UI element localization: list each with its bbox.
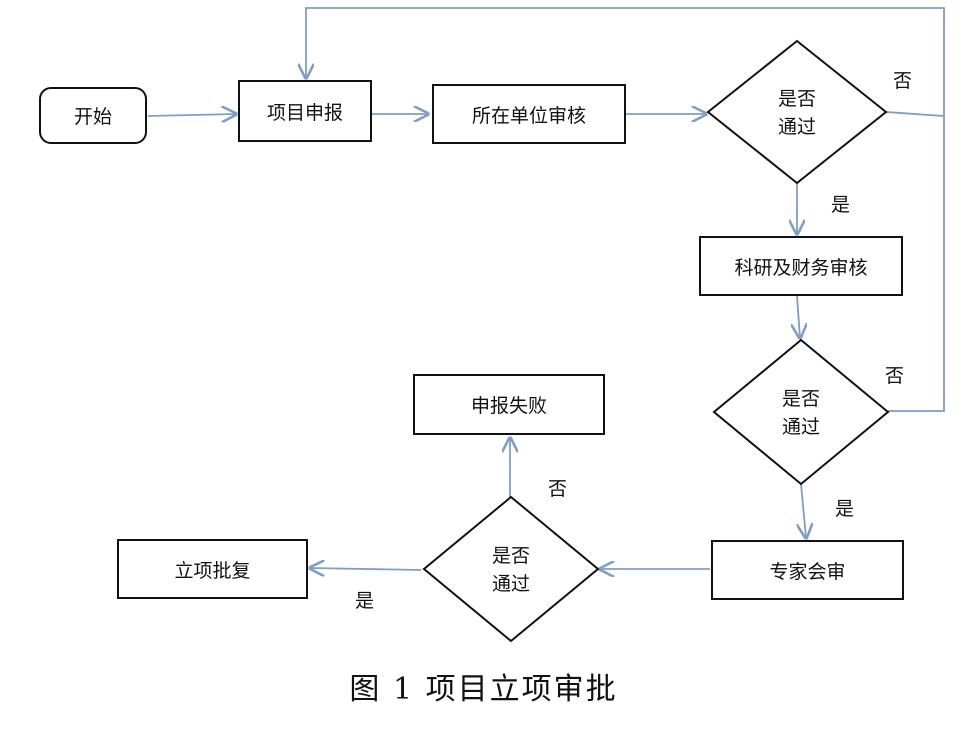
decision2-text: 是否 通过 [751,384,851,442]
d3-no-label: 否 [548,478,568,500]
apply-node-label: 项目申报 [266,101,343,124]
decision1-line1: 是否 [777,88,816,110]
start-node: 开始 [39,87,147,144]
d1-no-label: 否 [893,70,913,92]
arrow-decision1-no-loop [306,7,945,117]
unit-review-node: 所在单位审核 [432,84,626,144]
expert-review-node-label: 专家会审 [769,560,846,583]
d1-yes-label: 是 [831,194,851,216]
failed-node-label: 申报失败 [470,395,547,417]
decision3-text: 是否 通过 [461,541,561,599]
decision-diamond-3 [422,495,600,643]
unit-review-node-label: 所在单位审核 [471,104,586,127]
expert-review-node: 专家会审 [711,540,904,600]
decision2-line1: 是否 [781,388,820,410]
arrow-decision2-yes [801,483,806,538]
failed-node: 申报失败 [413,374,605,435]
research-finance-review-label: 科研及财务审核 [734,256,868,279]
arrow-start-to-apply [147,114,236,116]
arrow-decision2-no-loop [888,116,945,412]
d2-yes-label: 是 [835,498,855,520]
decision2-line2: 通过 [781,416,820,438]
decision1-text: 是否 通过 [747,84,847,142]
decision3-line1: 是否 [491,545,530,567]
figure-caption: 图 1 项目立项审批 [349,672,618,707]
start-node-label: 开始 [73,106,112,128]
approved-node-label: 立项批复 [174,559,251,582]
decision3-line2: 通过 [491,573,530,595]
decision-diamond-2 [712,338,890,486]
d3-yes-label: 是 [355,590,375,612]
approved-node: 立项批复 [117,539,308,599]
arrow-decision3-yes [310,568,422,570]
arrow-research-to-decision2 [797,295,800,338]
d2-no-label: 否 [885,365,905,387]
apply-node: 项目申报 [238,80,372,142]
decision1-line2: 通过 [777,116,816,138]
decision-diamond-1 [706,39,888,185]
research-finance-review-node: 科研及财务审核 [699,236,903,296]
